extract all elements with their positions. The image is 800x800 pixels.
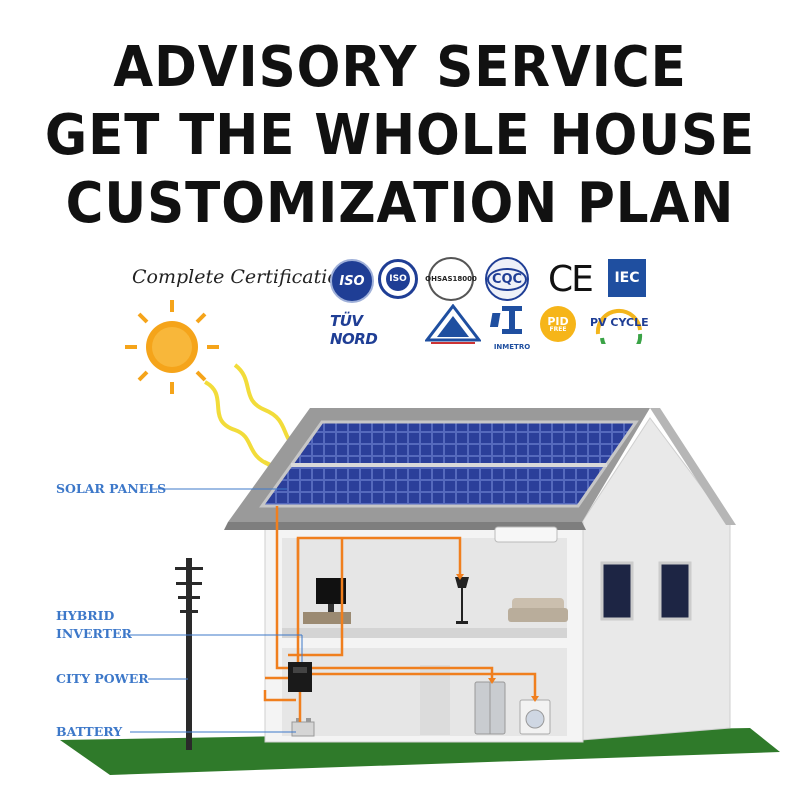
headline-line-3: CUSTOMIZATION PLAN	[65, 171, 735, 236]
refrigerator	[474, 681, 506, 735]
iec-badge-text: IEC	[614, 270, 640, 286]
sofa	[508, 598, 568, 622]
label-city-power: CITY POWER	[56, 671, 149, 686]
sun-icon	[125, 300, 219, 394]
certification-label: Complete Certification	[132, 266, 352, 288]
label-battery: BATTERY	[56, 724, 123, 739]
side-window-right	[658, 561, 692, 621]
iso-certified-text: ISO	[386, 267, 410, 291]
headline-line-1: ADVISORY SERVICE	[113, 35, 687, 100]
iso-badge: ISO	[330, 259, 374, 303]
battery-bank	[291, 718, 315, 737]
tv-cabinet	[303, 612, 351, 624]
iec-badge: IEC	[608, 259, 646, 297]
label-solar-panels: SOLAR PANELS	[56, 481, 166, 496]
floor-lamp	[455, 577, 469, 624]
headline-line-2: GET THE WHOLE HOUSE	[44, 103, 756, 168]
ce-mark-text: CE	[548, 258, 594, 300]
label-inverter: INVERTER	[56, 626, 132, 641]
air-conditioner	[494, 526, 558, 543]
tuv-nord-text: TÜV NORD	[330, 312, 378, 348]
inmetro-text: INMETRO	[493, 343, 531, 351]
pid-free-badge: PID FREE	[540, 306, 576, 342]
ce-mark-badge: CE	[540, 258, 600, 300]
pid-text: PID	[547, 314, 569, 328]
label-hybrid: HYBRID	[56, 608, 115, 623]
iso-badge-text: ISO	[339, 273, 365, 289]
wiring	[263, 506, 537, 722]
hybrid-inverter	[288, 662, 312, 692]
washing-machine	[519, 699, 551, 735]
cqc-badge-text: CQC	[486, 267, 528, 291]
inmetro-badge: INMETRO	[489, 304, 534, 351]
utility-pole	[175, 558, 203, 750]
iso-certified-badge: ISO	[378, 259, 418, 299]
solar-house-diagram: SOLAR PANELS HYBRID INVERTER CITY POWER …	[56, 300, 780, 775]
pv-cycle-text: PV CYCLE	[590, 316, 649, 329]
side-window-left	[600, 561, 634, 621]
ohsas-badge: OHSAS18000	[425, 257, 477, 301]
inmetro-icon	[489, 306, 522, 334]
tuv-nord-badge: TÜV NORD	[330, 312, 414, 348]
cqc-badge: CQC	[485, 257, 529, 301]
grass-lawn	[60, 728, 780, 775]
triangle-cert-icon	[423, 303, 483, 344]
triangle-cert-badge	[423, 303, 483, 344]
ohsas-badge-text: OHSAS18000	[425, 275, 477, 283]
pid-sub-text: FREE	[549, 325, 567, 333]
